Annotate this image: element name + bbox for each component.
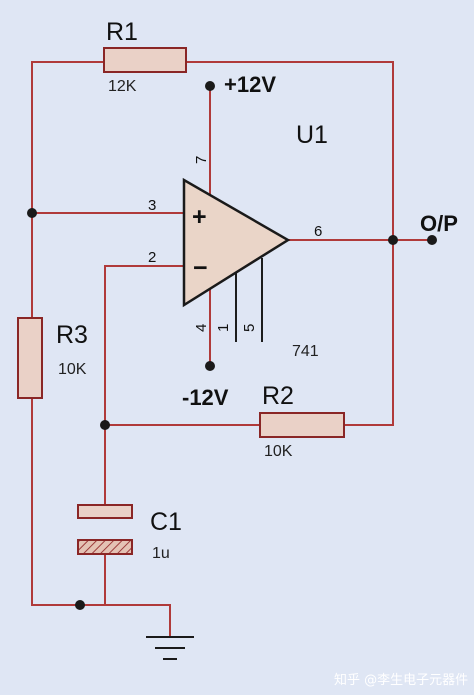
junction-r2-c1 — [100, 420, 110, 430]
r2-value-label: 10K — [264, 443, 293, 460]
wire-inverting-input — [104, 265, 185, 506]
pin-label-1: 1 — [215, 324, 232, 332]
junction-left-rail — [27, 208, 37, 218]
pin-label-3: 3 — [148, 197, 156, 214]
capacitor-plate-bottom — [77, 539, 133, 555]
terminal-vminus[interactable] — [205, 361, 215, 371]
terminal-output[interactable] — [427, 235, 437, 245]
pin-label-7: 7 — [193, 156, 210, 164]
wire-r1-feedback — [31, 61, 105, 214]
junctions — [27, 208, 398, 610]
wire-left-rail-lower — [31, 397, 171, 638]
r1-value-label: 12K — [108, 78, 137, 95]
wires — [31, 61, 433, 638]
opamp-minus-symbol: − — [193, 254, 208, 282]
capacitor-plate-top — [77, 504, 133, 519]
pin-label-5: 5 — [241, 324, 258, 332]
u1-part-label: 741 — [292, 343, 319, 360]
c1-ref-label: C1 — [150, 508, 182, 536]
r2-ref-label: R2 — [262, 382, 294, 410]
r3-value-label: 10K — [58, 361, 87, 378]
junction-ground — [75, 600, 85, 610]
output-label: O/P — [420, 211, 458, 236]
pin-label-4: 4 — [193, 324, 210, 332]
ground-symbol — [146, 636, 194, 660]
u1-ref-label: U1 — [296, 121, 328, 149]
r3-ref-label: R3 — [56, 321, 88, 349]
resistor-r2[interactable] — [259, 412, 345, 438]
pin-label-2: 2 — [148, 249, 156, 266]
wire-r1-to-output — [185, 61, 394, 241]
resistor-r3[interactable] — [17, 317, 43, 399]
vminus-label: -12V — [182, 385, 229, 410]
resistor-r1[interactable] — [103, 47, 187, 73]
c1-value-label: 1u — [152, 545, 170, 562]
pin-label-6: 6 — [314, 223, 322, 240]
opamp-u1[interactable] — [182, 177, 291, 308]
capacitor-c1[interactable] — [77, 504, 133, 555]
opamp-plus-symbol: + — [192, 203, 207, 231]
junction-output — [388, 235, 398, 245]
wire-r2-to-output — [343, 239, 394, 426]
watermark-text: 知乎 @李生电子元器件 — [334, 672, 468, 688]
vplus-label: +12V — [224, 72, 276, 97]
r1-ref-label: R1 — [106, 18, 138, 46]
terminal-vplus[interactable] — [205, 81, 215, 91]
